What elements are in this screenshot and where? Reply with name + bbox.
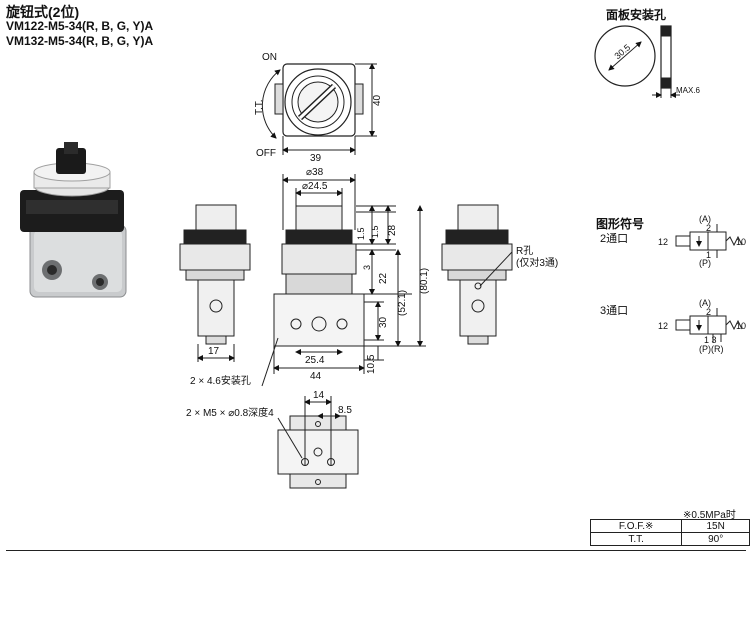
sym3-n2: 2 <box>706 307 711 317</box>
bottom-view <box>277 396 359 489</box>
symbol-title: 图形符号 <box>596 217 645 231</box>
sym3-pr: (P)(R) <box>699 344 724 354</box>
symbol-3-port <box>675 308 743 342</box>
panel-max-dim: MAX.6 <box>676 86 701 95</box>
spec-table: F.O.F.※ 15N T.T. 90° <box>589 519 750 546</box>
divider <box>6 550 746 551</box>
spec-value: 90° <box>681 532 750 546</box>
dim-30: 30 <box>378 316 389 328</box>
front-view <box>261 174 426 387</box>
dim-52-1: (52.1) <box>397 290 408 316</box>
dim-d245: ⌀24.5 <box>302 181 328 192</box>
dim-1-5-a: 1.5 <box>356 227 366 240</box>
dim-44: 44 <box>310 371 322 382</box>
spec-note: ※0.5MPa时 <box>683 510 736 521</box>
right-side-view <box>441 204 513 345</box>
on-label: ON <box>262 52 277 63</box>
dim-28: 28 <box>387 224 398 236</box>
dim-d38: ⌀38 <box>306 167 324 178</box>
dim-3: 3 <box>362 265 372 270</box>
spec-value: 15N <box>681 519 750 533</box>
left-width-dim: 17 <box>208 346 220 357</box>
top-width-dim: 39 <box>310 153 322 164</box>
off-label: OFF <box>256 148 276 159</box>
sym3-n13: 1 3 <box>704 335 717 345</box>
left-side-view <box>179 204 251 362</box>
two-port-label: 2通口 <box>600 233 629 245</box>
table-row: T.T. 90° <box>589 532 750 546</box>
page-title: 旋钮式(2位) <box>6 4 80 20</box>
three-port-label: 3通口 <box>600 305 629 317</box>
r-port-label: R孔 <box>516 245 533 257</box>
dim-1-5-b: 1.5 <box>370 225 380 238</box>
sym2-n10: 10 <box>736 237 746 247</box>
panel-mount-drawing <box>594 25 680 98</box>
dim-80-1: (80.1) <box>419 268 430 294</box>
sym2-p: (P) <box>699 258 711 268</box>
symbol-2-port <box>675 224 743 258</box>
model-number-1: VM122-M5-34(R, B, G, Y)A <box>6 19 154 33</box>
sym2-n1: 1 <box>706 250 711 260</box>
spec-key: T.T. <box>589 532 683 546</box>
r-port-note: (仅对3通) <box>516 256 558 269</box>
dim-25-4: 25.4 <box>305 355 325 366</box>
model-number-2: VM132-M5-34(R, B, G, Y)A <box>6 34 154 48</box>
table-row: F.O.F.※ 15N <box>589 519 750 533</box>
dim-10-5: 10.5 <box>366 354 377 374</box>
sym2-n2: 2 <box>706 223 711 233</box>
sym3-n10: 10 <box>736 321 746 331</box>
dim-22: 22 <box>378 272 389 284</box>
valve-photo <box>20 142 127 298</box>
sym2-a: (A) <box>699 214 711 224</box>
top-height-dim: 40 <box>372 94 383 106</box>
sym3-n12: 12 <box>658 321 668 331</box>
tt-label: T.T. <box>254 99 265 115</box>
panel-mount-title: 面板安装孔 <box>606 8 667 22</box>
sym3-a: (A) <box>699 298 711 308</box>
sym2-n12: 12 <box>658 237 668 247</box>
mount-hole-callout: 2 × 4.6安装孔 <box>190 374 251 387</box>
bottom-callout: 2 × M5 × ⌀0.8深度4 <box>186 406 274 419</box>
spec-key: F.O.F.※ <box>589 519 683 533</box>
top-view <box>261 63 377 155</box>
dim-8-5: 8.5 <box>338 405 352 416</box>
dim-14: 14 <box>313 390 325 401</box>
